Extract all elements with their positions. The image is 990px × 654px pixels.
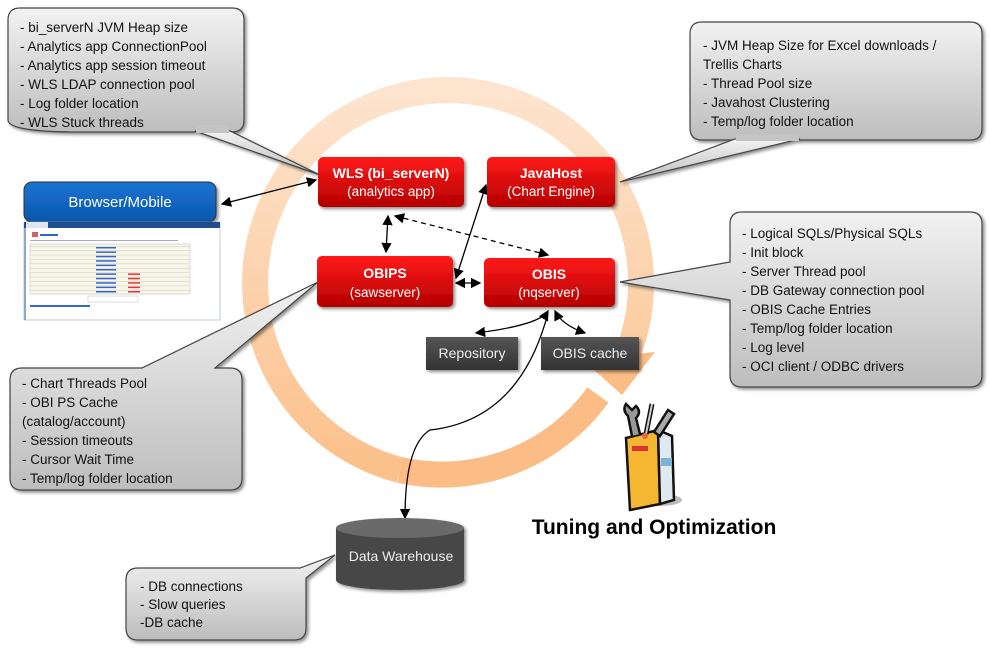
- browser-mobile-box: Browser/Mobile: [23, 181, 217, 223]
- callout-line: - JVM Heap Size for Excel downloads /: [703, 38, 937, 53]
- obis-title: OBIS: [532, 266, 566, 282]
- connectors: [220, 177, 587, 520]
- callout-line: - Analytics app session timeout: [20, 58, 206, 73]
- callout-line: - Temp/log folder location: [742, 321, 893, 336]
- wls-obips-link: [381, 214, 393, 254]
- obis-cache-link: [554, 309, 587, 335]
- thumbnail-link: [96, 269, 116, 271]
- thumbnail-link: [96, 255, 116, 258]
- callout-line: - Init block: [742, 245, 804, 260]
- thumbnail-row: [30, 259, 190, 260]
- callout-obips: [9, 281, 319, 491]
- callout-obis: [619, 211, 983, 388]
- javahost-subtitle: (Chart Engine): [507, 184, 595, 199]
- thumbnail-link: [96, 286, 116, 289]
- callout-line: - Chart Threads Pool: [22, 376, 147, 391]
- obis-subtitle: (nqserver): [518, 285, 580, 300]
- callout-line: - Analytics app ConnectionPool: [20, 39, 207, 54]
- thumbnail-row: [30, 290, 190, 291]
- thumbnail-row: [30, 276, 190, 278]
- callout-line: (catalog/account): [22, 414, 126, 429]
- thumbnail-link: [96, 277, 116, 280]
- component-repository: Repository: [426, 337, 518, 370]
- thumbnail-value: [128, 286, 140, 289]
- callout-line: - OBIS Cache Entries: [742, 302, 871, 317]
- thumbnail-row: [30, 272, 190, 273]
- callout-line: - Javahost Clustering: [703, 95, 830, 110]
- callout-wls-text: - bi_serverN JVM Heap size - Analytics ap…: [20, 20, 207, 130]
- component-obips: OBIPS (sawserver): [317, 256, 453, 307]
- component-data-warehouse: Data Warehouse: [336, 518, 464, 590]
- callout-line: - Temp/log folder location: [22, 471, 173, 486]
- callout-line: - Log level: [742, 340, 804, 355]
- callout-line: - bi_serverN JVM Heap size: [20, 20, 188, 35]
- callout-line: - DB Gateway connection pool: [742, 283, 924, 298]
- callout-line: - Temp/log folder location: [703, 114, 854, 129]
- callout-line: - Slow queries: [140, 597, 226, 612]
- callout-obis-text: - Logical SQLs/Physical SQLs - Init block…: [742, 226, 924, 374]
- browser-mobile-label: Browser/Mobile: [68, 194, 171, 211]
- callout-line: - Logical SQLs/Physical SQLs: [742, 226, 922, 241]
- tuning-and-optimization-title: Tuning and Optimization: [532, 516, 777, 539]
- thumbnail-value: [128, 282, 140, 284]
- browser-wls-link: [220, 177, 318, 207]
- component-javahost: JavaHost (Chart Engine): [487, 157, 615, 207]
- thumbnail-row: [30, 263, 190, 265]
- thumbnail-row: [30, 268, 190, 269]
- callout-line: - OCI client / ODBC drivers: [742, 359, 904, 374]
- obis-datawarehouse-link: [399, 312, 549, 520]
- thumbnail-row: [30, 281, 190, 282]
- thumbnail-link: [96, 291, 116, 293]
- thumbnail-row: [30, 246, 190, 247]
- javahost-obips-link: [453, 183, 489, 280]
- callout-line: Trellis Charts: [703, 57, 782, 72]
- obips-title: OBIPS: [363, 265, 407, 281]
- callout-obips-text: - Chart Threads Pool - OBI PS Cache (catal…: [22, 376, 173, 486]
- callout-javahost: [619, 21, 983, 183]
- thumbnail-link: [96, 251, 116, 253]
- callout-line: - WLS Stuck threads: [20, 115, 144, 130]
- callout-line: -DB cache: [140, 615, 203, 630]
- callout-line: - Session timeouts: [22, 433, 133, 448]
- callout-javahost-text: - JVM Heap Size for Excel downloads / Tre…: [703, 38, 937, 129]
- callout-wls: [7, 7, 321, 176]
- component-obis-cache: OBIS cache: [541, 337, 639, 370]
- toolbox-icon: [623, 402, 682, 512]
- data-warehouse-label: Data Warehouse: [349, 548, 454, 564]
- callout-line: - Thread Pool size: [703, 76, 812, 91]
- callout-line: - DB connections: [140, 579, 243, 594]
- callout-data-warehouse: [125, 554, 336, 641]
- component-wls: WLS (bi_serverN) (analytics app): [318, 157, 464, 207]
- wls-subtitle: (analytics app): [347, 184, 435, 199]
- callout-line: - OBI PS Cache: [22, 395, 118, 410]
- obis-repository-link: [474, 309, 549, 338]
- callout-data-warehouse-text: - DB connections - Slow queries -DB cache: [140, 579, 243, 630]
- thumbnail-link: [96, 247, 116, 249]
- thumbnail-row: [30, 285, 190, 287]
- thumbnail-row: [30, 254, 190, 256]
- thumbnail-value: [128, 277, 140, 280]
- callout-line: - Log folder location: [20, 96, 139, 111]
- wls-obis-dashed-link: [393, 213, 550, 258]
- thumbnail-value: [128, 291, 140, 293]
- component-obis: OBIS (nqserver): [484, 258, 615, 307]
- thumbnail-link: [96, 273, 116, 275]
- callout-line: - Cursor Wait Time: [22, 452, 134, 467]
- thumbnail-link: [96, 260, 116, 262]
- repository-label: Repository: [439, 345, 506, 361]
- thumbnail-row: [30, 250, 190, 251]
- wls-title: WLS (bi_serverN): [333, 165, 450, 181]
- callout-line: - WLS LDAP connection pool: [20, 77, 195, 92]
- obis-cache-label: OBIS cache: [553, 345, 628, 361]
- thumbnail-link: [96, 264, 116, 267]
- javahost-title: JavaHost: [520, 165, 583, 181]
- thumbnail-value: [128, 273, 140, 275]
- thumbnail-link: [96, 282, 116, 284]
- report-thumbnail: [23, 221, 221, 321]
- callout-line: - Server Thread pool: [742, 264, 866, 279]
- obips-subtitle: (sawserver): [350, 285, 421, 300]
